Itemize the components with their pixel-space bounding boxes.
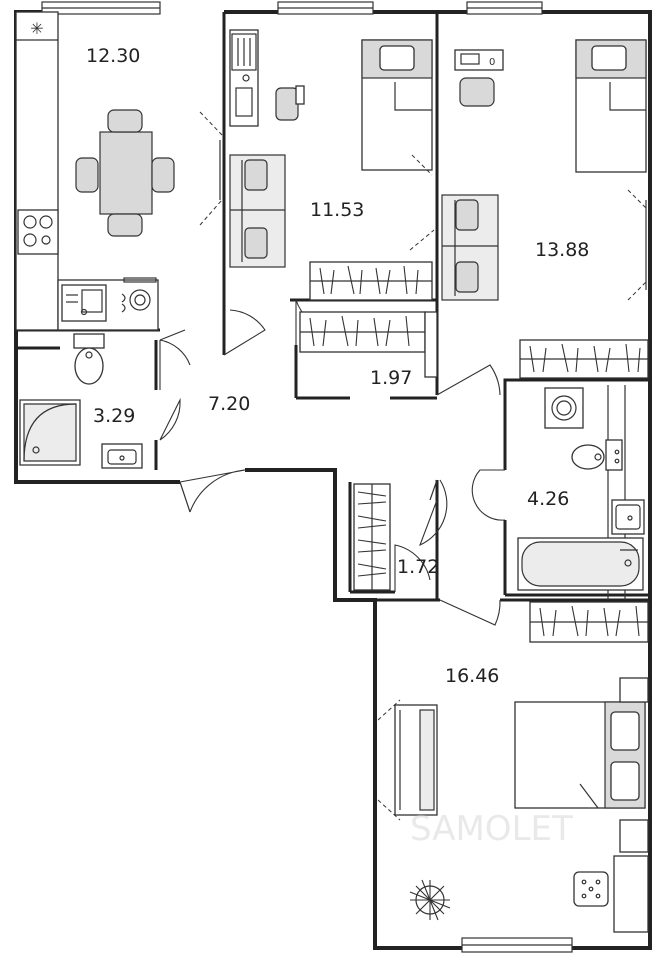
kitchen-furniture: ✳ [15, 11, 223, 331]
windows [41, 1, 573, 953]
area-label-living-room: 16.46 [445, 665, 499, 687]
watermark: SAMOLET [410, 809, 573, 849]
bedroom-1-furniture [229, 29, 435, 268]
living-room-furniture [377, 601, 649, 933]
closet-1-furniture [299, 261, 438, 378]
area-label-closet-2: 1.72 [397, 556, 439, 578]
bedroom-2-furniture: 0 [441, 39, 649, 379]
area-label-bedroom-1: 11.53 [310, 199, 364, 221]
bathroom-furniture [19, 333, 143, 469]
area-label-hall: 7.20 [208, 393, 250, 415]
wc-laundry-furniture [517, 385, 645, 600]
area-label-bedroom-2: 13.88 [535, 239, 589, 261]
area-label-bathroom: 3.29 [93, 405, 135, 427]
area-label-wc-laundry: 4.26 [527, 488, 569, 510]
area-label-closet-1: 1.97 [370, 367, 412, 389]
svg-text:0: 0 [489, 57, 495, 68]
closet-2-furniture [353, 479, 438, 592]
area-label-kitchen: 12.30 [86, 45, 140, 67]
svg-text:✳: ✳ [30, 19, 43, 38]
door-swings [159, 299, 506, 626]
